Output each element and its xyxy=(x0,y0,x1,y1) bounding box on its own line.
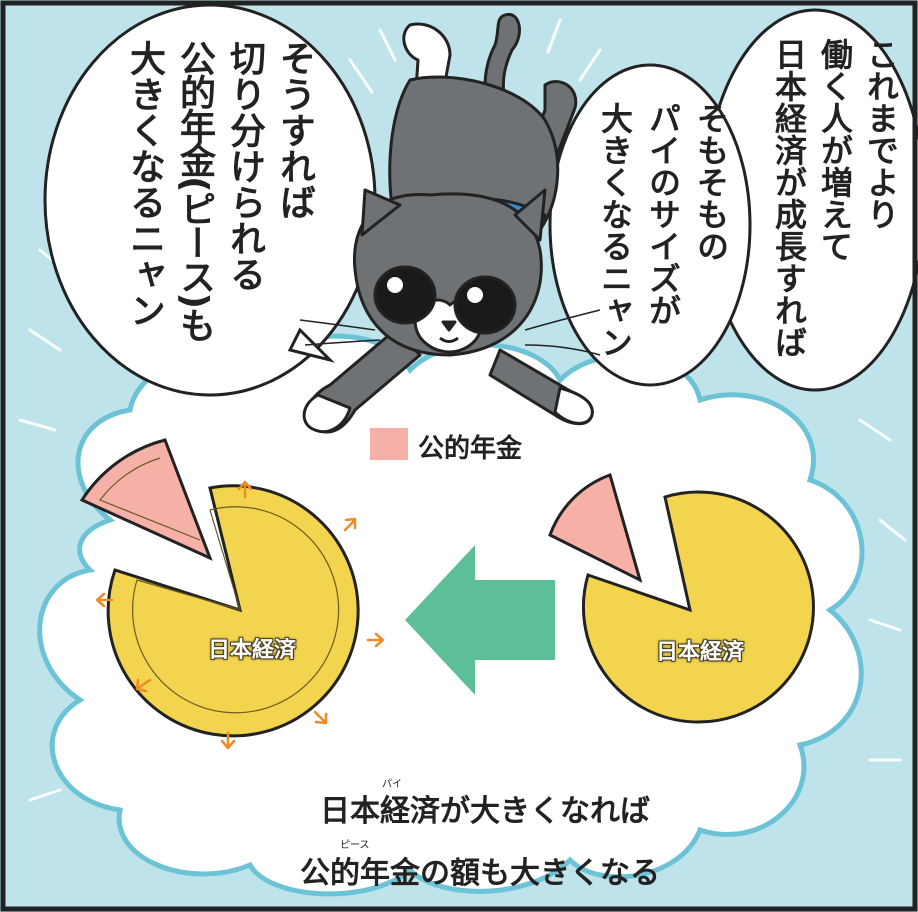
speech-right-line-2: 働く人が増えて xyxy=(816,38,854,262)
speech-right-line-1: これまでより xyxy=(862,38,900,230)
large-economy-pie xyxy=(106,484,360,738)
small-economy-pie xyxy=(581,490,815,724)
cat-illustration xyxy=(302,12,594,434)
caption-line-1: 日本経済が大きくなれば xyxy=(320,794,650,829)
speech-bubble-middle xyxy=(548,63,752,387)
caption-line-2: 公的年金の額も大きくなる xyxy=(300,856,660,891)
cat-whiskers xyxy=(299,309,601,356)
large-pension-slice xyxy=(79,438,213,561)
small-pension-slice xyxy=(548,473,643,583)
speech-middle-line-3: 大きくなるニャン xyxy=(596,102,634,358)
speech-left-line-3: 公的年金(ピース)も xyxy=(174,40,215,341)
small-pie-label: 日本経済 xyxy=(656,640,745,665)
growth-arrows xyxy=(95,480,385,750)
speech-left-line-4: 大きくなるニャン xyxy=(124,40,165,328)
legend-label: 公的年金 xyxy=(418,434,523,464)
speech-middle-line-1: そもそもの xyxy=(692,102,730,262)
caption-ruby-2: ピース xyxy=(340,840,370,851)
speech-right-line-3: 日本経済が成長すれば xyxy=(770,38,808,358)
large-pie-label: 日本経済 xyxy=(208,638,297,663)
speech-left-line-1: そうすれば xyxy=(274,40,315,220)
legend-swatch xyxy=(370,428,408,460)
caption-ruby-1: パイ xyxy=(382,779,402,790)
speech-left-line-2: 切り分けられる xyxy=(224,40,265,292)
speech-middle-line-2: パイのサイズが xyxy=(644,102,682,326)
growth-direction-arrow xyxy=(405,545,555,695)
